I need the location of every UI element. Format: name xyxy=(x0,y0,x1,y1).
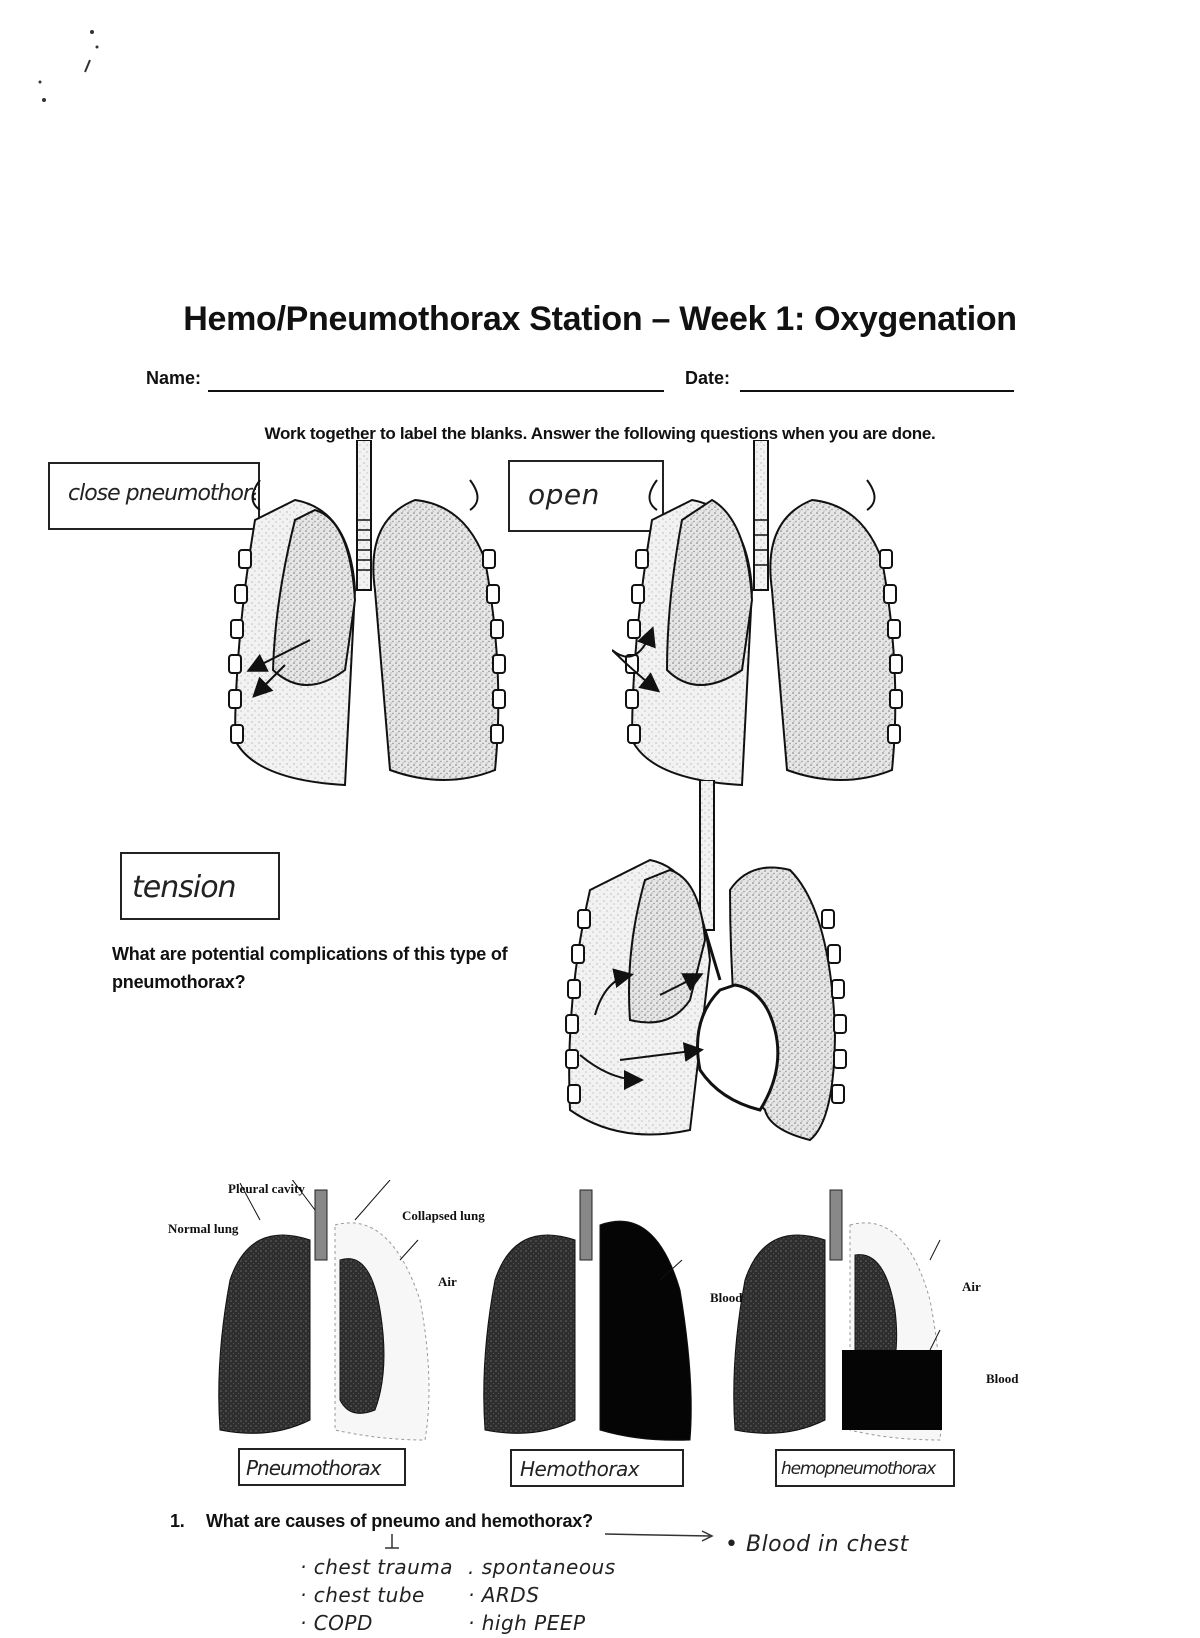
label-box-2-text: open xyxy=(528,478,600,511)
question-1-text: What are causes of pneumo and hemothorax… xyxy=(206,1511,593,1531)
answer-box-3-text: hemopneumothorax xyxy=(781,1459,936,1479)
answer-box-1-text: Pneumothorax xyxy=(246,1456,382,1480)
open-pneumothorax-diagram xyxy=(612,440,903,787)
date-label: Date: xyxy=(685,368,731,388)
air-label-2: Air xyxy=(962,1279,981,1294)
answer-line: · high PEEP xyxy=(468,1611,586,1635)
label-box-1[interactable]: close pneumothorax xyxy=(48,462,260,530)
question-1-number: 1. xyxy=(170,1511,185,1531)
label-box-2[interactable]: open xyxy=(508,460,664,532)
label-box-3-text: tension xyxy=(132,870,237,905)
answer-box-2-text: Hemothorax xyxy=(520,1457,640,1481)
blood-label-1: Blood xyxy=(710,1290,743,1305)
question-1-arrow xyxy=(385,1530,714,1549)
normal-lung-label: Normal lung xyxy=(168,1221,239,1236)
date-field[interactable] xyxy=(740,390,1014,392)
closed-pneumothorax-diagram xyxy=(228,440,506,787)
pen-marks xyxy=(38,30,99,102)
air-label-1: Air xyxy=(438,1274,457,1289)
answer-box-3[interactable]: hemopneumothorax xyxy=(775,1449,955,1487)
answer-box-1[interactable]: Pneumothorax xyxy=(238,1448,406,1486)
comparison-diagrams xyxy=(218,1180,942,1441)
answer-line: · chest tube xyxy=(300,1583,425,1607)
label-box-1-text: close pneumothorax xyxy=(68,481,256,506)
blood-label-2: Blood xyxy=(986,1371,1019,1386)
tension-pneumothorax-diagram xyxy=(565,780,847,1142)
question-1-side-answer: • Blood in chest xyxy=(725,1532,909,1557)
answer-box-2[interactable]: Hemothorax xyxy=(510,1449,684,1487)
tension-question: What are potential complications of this… xyxy=(112,944,508,992)
answer-line: · COPD xyxy=(300,1611,373,1635)
question-1-answers-col1: · chest trauma · chest tube · COPD xyxy=(300,1553,453,1637)
worksheet-title: Hemo/Pneumothorax Station – Week 1: Oxyg… xyxy=(183,300,1017,338)
collapsed-lung-label: Collapsed lung xyxy=(402,1208,485,1223)
label-box-3[interactable]: tension xyxy=(120,852,280,920)
answer-line: . spontaneous xyxy=(468,1555,616,1579)
answer-line: · chest trauma xyxy=(300,1555,454,1579)
name-label: Name: xyxy=(146,368,202,388)
name-field[interactable] xyxy=(208,390,664,392)
instructions: Work together to label the blanks. Answe… xyxy=(264,424,936,443)
answer-line: · ARDS xyxy=(468,1583,540,1607)
pleural-cavity-label: Pleural cavity xyxy=(228,1181,305,1196)
question-1-answers-col2: . spontaneous · ARDS · high PEEP xyxy=(468,1553,616,1637)
